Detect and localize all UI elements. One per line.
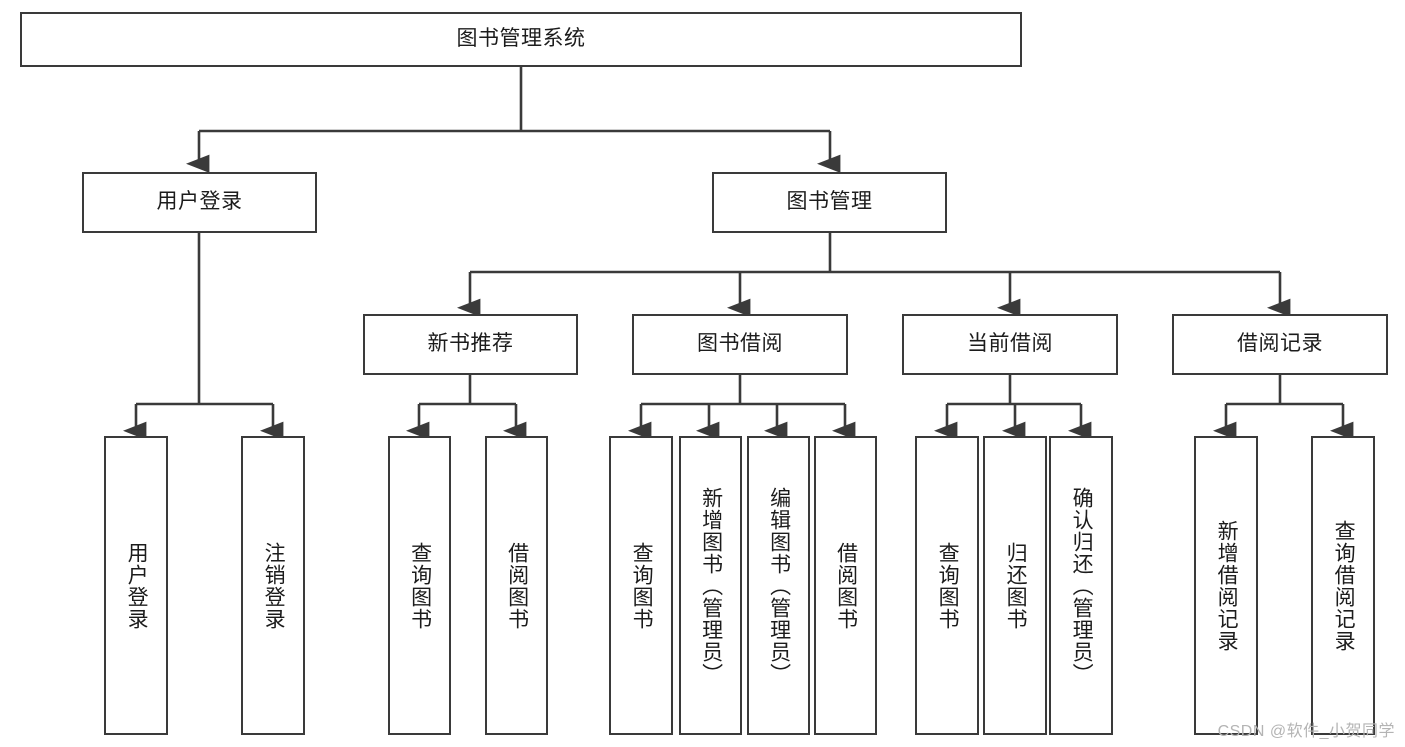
node-section-current-borrow[interactable]: 当前借阅 bbox=[902, 314, 1118, 375]
node-leaf-current-return-book-label: 归还图书 bbox=[1004, 541, 1028, 630]
node-leaf-recommend-query-book-label: 查询图书 bbox=[408, 541, 432, 630]
node-branch-book-management[interactable]: 图书管理 bbox=[712, 172, 947, 233]
node-root-system[interactable]: 图书管理系统 bbox=[20, 12, 1022, 67]
node-leaf-recommend-query-book[interactable]: 查询图书 bbox=[388, 436, 451, 735]
node-leaf-user-login-login-label: 用户登录 bbox=[125, 541, 149, 630]
node-leaf-borrow-borrow-book[interactable]: 借阅图书 bbox=[814, 436, 877, 735]
node-section-borrow-record-label: 借阅记录 bbox=[1237, 332, 1323, 356]
node-leaf-current-confirm-return-admin-label: 确认归还（管理员） bbox=[1070, 486, 1094, 685]
node-section-book-borrow-label: 图书借阅 bbox=[697, 332, 783, 356]
node-leaf-current-query-book-label: 查询图书 bbox=[936, 541, 960, 630]
node-branch-user-login-label: 用户登录 bbox=[156, 190, 243, 214]
node-section-book-borrow[interactable]: 图书借阅 bbox=[632, 314, 848, 375]
node-leaf-recommend-borrow-book-label: 借阅图书 bbox=[505, 541, 529, 630]
node-leaf-borrow-add-book-admin[interactable]: 新增图书（管理员） bbox=[679, 436, 742, 735]
node-leaf-borrow-query-book[interactable]: 查询图书 bbox=[609, 436, 673, 735]
node-leaf-recommend-borrow-book[interactable]: 借阅图书 bbox=[485, 436, 548, 735]
node-leaf-current-confirm-return-admin[interactable]: 确认归还（管理员） bbox=[1049, 436, 1113, 735]
node-leaf-borrow-edit-book-admin[interactable]: 编辑图书（管理员） bbox=[747, 436, 810, 735]
node-leaf-borrow-add-book-admin-label: 新增图书（管理员） bbox=[699, 486, 723, 685]
node-branch-user-login[interactable]: 用户登录 bbox=[82, 172, 317, 233]
node-leaf-user-login-login[interactable]: 用户登录 bbox=[104, 436, 168, 735]
node-leaf-borrow-borrow-book-label: 借阅图书 bbox=[834, 541, 858, 630]
node-leaf-record-add-record-label: 新增借阅记录 bbox=[1215, 519, 1239, 652]
node-leaf-user-login-logout[interactable]: 注销登录 bbox=[241, 436, 305, 735]
node-leaf-record-add-record[interactable]: 新增借阅记录 bbox=[1194, 436, 1258, 735]
node-leaf-borrow-query-book-label: 查询图书 bbox=[630, 541, 654, 630]
node-section-new-book-recommend[interactable]: 新书推荐 bbox=[363, 314, 578, 375]
node-branch-book-management-label: 图书管理 bbox=[786, 190, 873, 214]
node-section-current-borrow-label: 当前借阅 bbox=[967, 332, 1053, 356]
csdn-watermark: CSDN @软件_小贺同学 bbox=[1217, 723, 1395, 740]
node-root-system-label: 图书管理系统 bbox=[456, 27, 586, 51]
node-section-new-book-recommend-label: 新书推荐 bbox=[427, 332, 514, 356]
node-leaf-borrow-edit-book-admin-label: 编辑图书（管理员） bbox=[767, 486, 791, 685]
node-leaf-current-query-book[interactable]: 查询图书 bbox=[915, 436, 979, 735]
node-leaf-current-return-book[interactable]: 归还图书 bbox=[983, 436, 1047, 735]
node-leaf-record-query-record-label: 查询借阅记录 bbox=[1332, 519, 1356, 652]
node-leaf-user-login-logout-label: 注销登录 bbox=[262, 541, 286, 630]
node-section-borrow-record[interactable]: 借阅记录 bbox=[1172, 314, 1388, 375]
node-leaf-record-query-record[interactable]: 查询借阅记录 bbox=[1311, 436, 1375, 735]
